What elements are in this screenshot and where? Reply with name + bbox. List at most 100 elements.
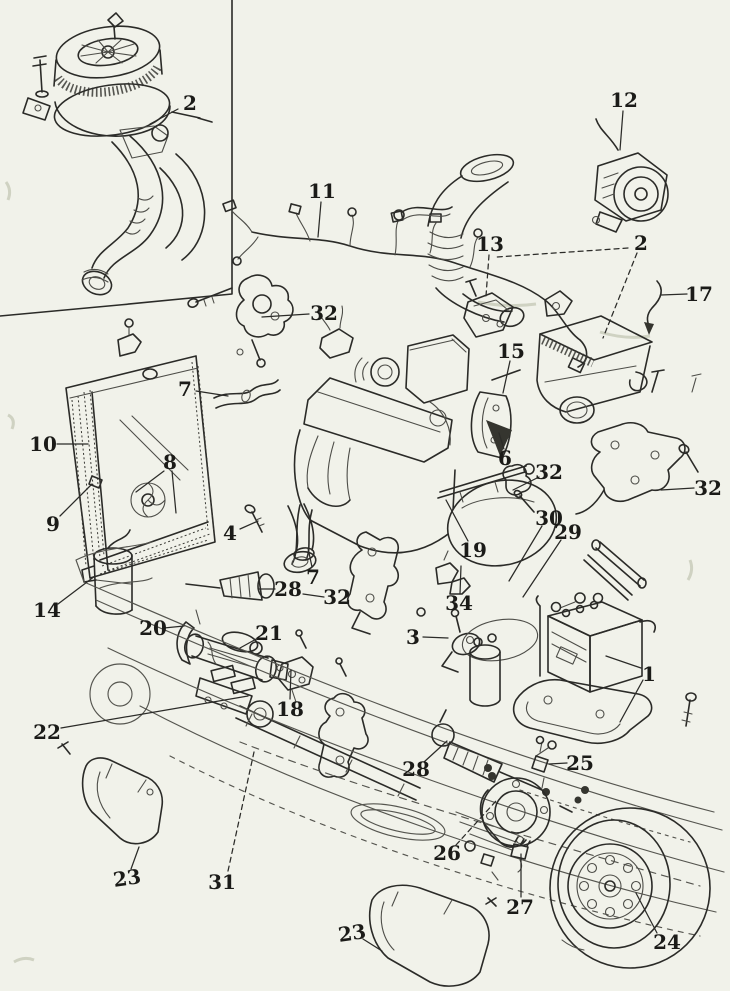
stay-rods-29-30: [559, 539, 647, 609]
callout-label-31-33: 31: [208, 870, 236, 894]
bracket-6: [486, 420, 512, 456]
callout-label-14-22: 14: [33, 598, 61, 622]
callout-label-15-7: 15: [497, 339, 525, 363]
callout-label-11-2: 11: [308, 179, 336, 203]
leader-line-8-10: [171, 470, 177, 514]
leader-line-32-21: [302, 593, 325, 598]
leader-line-14-22: [57, 575, 96, 605]
callout-label-8-10: 8: [163, 450, 177, 474]
radiator: [65, 318, 281, 579]
callout-label-25-31: 25: [566, 751, 594, 775]
callout-label-2-4: 2: [634, 231, 648, 255]
battery-tray: [512, 678, 697, 745]
air-cleaner-box: [536, 290, 702, 424]
callout-label-18-28: 18: [276, 697, 304, 721]
leader-line-12-1: [619, 110, 624, 151]
leader-line-15-7: [502, 360, 511, 394]
leader-line-32-6: [261, 313, 310, 318]
bracket-15: [470, 369, 521, 459]
callout-label-7-8: 7: [178, 377, 192, 401]
callout-label-28-20: 28: [274, 577, 302, 601]
alternator: [591, 118, 669, 233]
splash-shield-bottom: [368, 871, 499, 987]
callout-label-30-15: 30: [535, 506, 563, 530]
leader-line-22-29: [60, 695, 249, 729]
leader-line-23-36: [362, 938, 383, 952]
callout-label-7-19: 7: [306, 565, 320, 589]
ignition-coil: [81, 529, 133, 615]
callout-label-4-17: 4: [223, 521, 237, 545]
callout-label-22-29: 22: [33, 720, 61, 744]
road-wheel: [549, 807, 711, 969]
callout-label-23-36: 23: [337, 919, 368, 947]
leader-line-2-4: [496, 247, 629, 258]
leader-line-25-31: [548, 762, 568, 765]
engine-mount-32-center: [502, 463, 535, 513]
callout-label-29-16: 29: [554, 520, 582, 544]
callout-label-32-6: 32: [310, 301, 338, 325]
leader-line-7-19: [307, 547, 313, 568]
leader-line-29-16: [522, 539, 562, 598]
leader-line-11-2: [317, 201, 322, 238]
battery: [535, 592, 656, 693]
leader-line-23-32: [130, 846, 140, 870]
misc-fasteners: [295, 607, 589, 813]
callout-label-3-26: 3: [406, 625, 420, 649]
solenoid-cluster: [195, 641, 274, 728]
callout-label-19-18: 19: [459, 538, 487, 562]
air-cleaner-assembly-inset: [22, 12, 213, 296]
callout-label-27-35: 27: [506, 895, 534, 919]
leader-line-2-4: [602, 252, 638, 339]
leader-line-2-0: [149, 108, 179, 125]
leader-line-26-34: [455, 800, 497, 846]
leader-line-21-24: [239, 637, 259, 649]
leader-line-6-11: [498, 432, 505, 450]
leader-line-32-13: [660, 487, 695, 491]
callout-label-17-5: 17: [685, 282, 713, 306]
callout-label-26-34: 26: [433, 841, 461, 865]
car-body-outline: [75, 541, 725, 937]
leader-line-24-37: [635, 892, 658, 934]
bracket-13: [463, 278, 514, 338]
leader-line-30-15: [508, 525, 543, 582]
callout-label-34-25: 34: [445, 591, 473, 615]
inset-box-border: [0, 0, 233, 317]
receiver-drier: [461, 618, 539, 707]
callout-label-32-21: 32: [323, 585, 351, 609]
leader-line-20-23: [163, 625, 185, 629]
driveshaft-lower: [431, 709, 550, 796]
callout-label-13-3: 13: [476, 232, 504, 256]
leader-line-19-18: [445, 499, 469, 542]
valve-3: [441, 608, 481, 673]
splash-shield-left: [57, 741, 164, 845]
scan-artifacts: [4, 181, 694, 964]
leader-line-1-27: [605, 655, 642, 669]
callout-label-9-14: 9: [46, 512, 60, 536]
leader-line-4-17: [239, 520, 259, 530]
leader-line-31-33: [227, 751, 255, 872]
engine-assembly: [283, 305, 558, 574]
leader-line-32-12: [512, 476, 540, 491]
leader-line-28-30: [423, 740, 448, 763]
engine-mount-32-left: [187, 274, 294, 368]
engine-mount-32-lower: [346, 531, 400, 635]
callout-label-32-13: 32: [694, 476, 722, 500]
leader-line-17-5: [660, 293, 688, 296]
lower-radiator-hose: [287, 503, 315, 561]
sensor-25: [531, 735, 549, 789]
leader-line-7-8: [195, 390, 229, 397]
leader-line-9-14: [59, 483, 93, 517]
callout-label-28-30: 28: [402, 757, 430, 781]
callout-label-21-24: 21: [255, 621, 283, 645]
leader-line-18-28: [289, 669, 292, 700]
bracket-34: [435, 550, 471, 595]
callout-label-6-11: 6: [498, 446, 512, 470]
callout-label-24-37: 24: [653, 930, 681, 954]
leader-line-13-3: [485, 254, 490, 297]
crossmember: [235, 692, 421, 801]
engine-wiring-harness: [222, 199, 588, 374]
callout-label-20-23: 20: [139, 616, 167, 640]
driveshaft-upper: [185, 571, 275, 601]
